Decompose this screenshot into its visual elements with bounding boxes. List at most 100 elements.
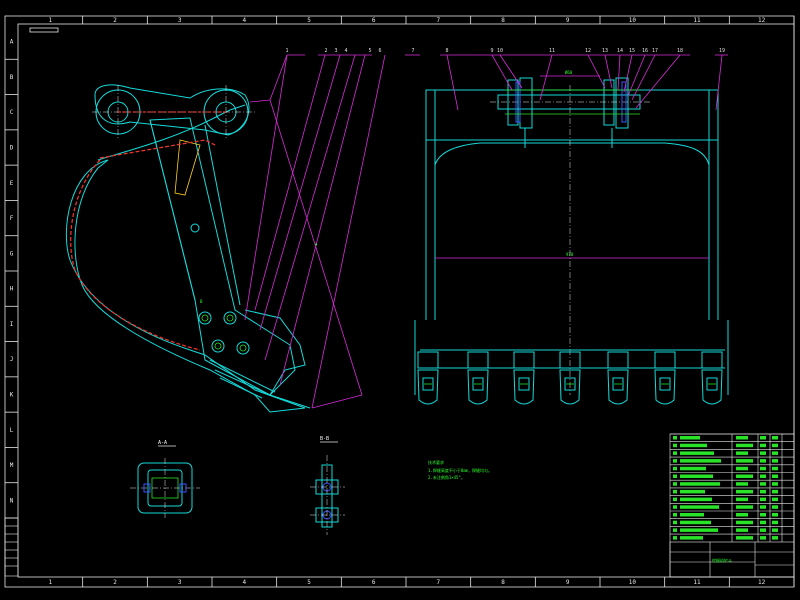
left-ruler-label: J [10, 356, 14, 363]
side-callout: 1 [285, 48, 288, 54]
front-callout: 14 [617, 48, 623, 54]
top-ruler-label: 6 [372, 17, 376, 24]
side-profile-inner [97, 104, 246, 161]
bucket-side-view: B ▲ 1 2 3 4 5 6 7 [65, 48, 420, 413]
left-ruler-label: D [10, 145, 14, 152]
front-bowl [434, 142, 710, 166]
bottom-ruler-label: 8 [501, 579, 505, 586]
top-ruler-label: 1 [49, 17, 53, 24]
bottom-ruler-label: 6 [372, 579, 376, 586]
front-lip [414, 320, 729, 395]
left-ruler-label: K [10, 392, 14, 399]
front-callout: 8 [445, 48, 448, 54]
drain-hole [190, 223, 200, 233]
left-ruler-label: G [10, 250, 14, 257]
front-callout: 18 [677, 48, 683, 54]
side-view-leaders [244, 54, 420, 409]
left-ruler-label: L [10, 427, 14, 434]
left-ruler-label: H [10, 286, 14, 293]
notes-line-1: 1.焊缝高度不小于8mm，焊缝均匀。 [428, 467, 492, 473]
front-callout: 12 [585, 48, 591, 54]
bottom-ruler-label: 12 [758, 579, 766, 586]
section-b-b: B-B [310, 436, 345, 535]
tooth [559, 351, 581, 405]
front-top-beam [425, 89, 719, 141]
top-ruler-label: 5 [307, 17, 311, 24]
front-callout: 15 [629, 48, 635, 54]
side-plate [149, 117, 296, 396]
tooth [654, 351, 676, 405]
side-callout: 4 [344, 48, 347, 54]
top-ruler-label: 11 [693, 17, 701, 24]
side-callout: 2 [324, 48, 327, 54]
bottom-ruler-label: 10 [629, 579, 637, 586]
tooth [513, 351, 535, 405]
section-mark-detail: B [200, 299, 203, 304]
front-callout: 11 [549, 48, 555, 54]
left-ruler-label: M [10, 462, 14, 469]
lug-plate [94, 84, 250, 136]
reinforcement-rib [174, 139, 201, 196]
top-ruler-label: 4 [243, 17, 247, 24]
tooth-adapter-bolts [198, 311, 250, 355]
top-ruler-label: 12 [758, 17, 766, 24]
bottom-ruler-label: 5 [307, 579, 311, 586]
tooth [607, 351, 629, 405]
weld-seam-back [70, 159, 201, 351]
technical-notes: 技术要求 1.焊缝高度不小于8mm，焊缝均匀。 2.未注倒角1×45°。 [428, 459, 492, 480]
corner-box [29, 27, 59, 33]
notes-title: 技术要求 [428, 459, 444, 465]
bottom-ruler-label: 11 [693, 579, 701, 586]
left-ruler-label: C [10, 109, 14, 116]
front-callout: 19 [719, 48, 725, 54]
section-b-label: B-B [320, 436, 329, 442]
side-callout: 6 [378, 48, 381, 54]
front-callout: 10 [497, 48, 503, 54]
side-callout: 3 [334, 48, 337, 54]
bottom-ruler-label: 7 [437, 579, 441, 586]
bucket-front-view: 970 Ø60 [414, 48, 729, 405]
left-lower-boxes [4, 517, 19, 577]
tooth [701, 351, 723, 405]
title-block: 挖掘机铲斗 [669, 433, 795, 578]
left-ruler-label: B [10, 74, 14, 81]
front-view-leaders [440, 54, 728, 111]
side-callout: 5 [368, 48, 371, 54]
left-ruler-label: N [10, 497, 14, 504]
bottom-ruler-label: 3 [178, 579, 182, 586]
dim-label: ▲ [315, 241, 318, 246]
bottom-ruler-label: 4 [243, 579, 247, 586]
front-callout: 16 [642, 48, 648, 54]
pin-assembly [490, 77, 650, 148]
bottom-ruler-label: 1 [49, 579, 53, 586]
sheet-border [4, 15, 795, 588]
drawing-title: 挖掘机铲斗 [712, 557, 732, 563]
top-ruler-label: 7 [437, 17, 441, 24]
top-ruler-label: 3 [178, 17, 182, 24]
cutting-edge [244, 309, 311, 409]
top-ruler-label: 8 [501, 17, 505, 24]
front-callout: 17 [652, 48, 658, 54]
top-ruler-label: 2 [113, 17, 117, 24]
notes-line-2: 2.未注倒角1×45°。 [428, 474, 465, 480]
bucket-teeth [417, 351, 723, 405]
section-a-a: A-A [130, 440, 200, 518]
left-ruler-label: E [10, 180, 14, 187]
bottom-ruler-label: 2 [113, 579, 117, 586]
tooth [417, 351, 439, 405]
top-ruler-label: 9 [566, 17, 570, 24]
left-ruler-label: A [10, 39, 14, 46]
front-callout: 9 [490, 48, 493, 54]
section-a-label: A-A [158, 440, 167, 446]
side-callout: 7 [411, 48, 414, 54]
bottom-ruler-label: 9 [566, 579, 570, 586]
top-ruler-label: 10 [629, 17, 637, 24]
pin-span-text: Ø60 [565, 70, 573, 75]
side-profile-outer [65, 159, 306, 413]
left-ruler-label: I [10, 321, 14, 328]
front-callout: 13 [602, 48, 608, 54]
